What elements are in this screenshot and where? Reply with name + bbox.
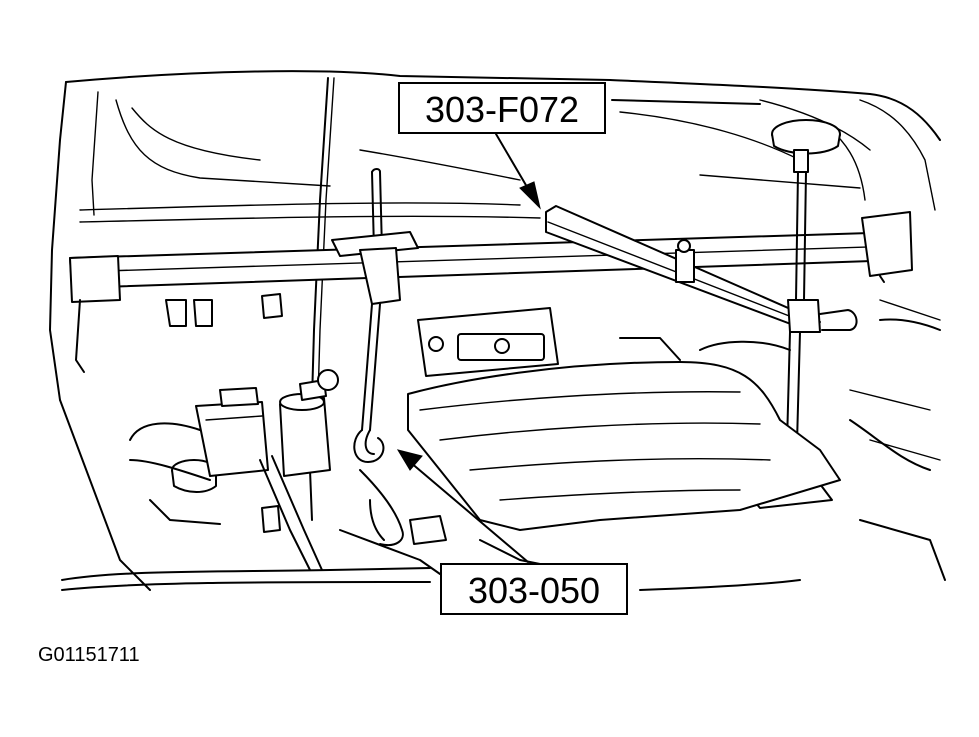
callout-leader-303-050 [396, 449, 529, 563]
hood-prop-rod [309, 77, 329, 521]
fender-outline [59, 299, 946, 591]
callout-leader-303-f072 [495, 99, 761, 210]
figure-code: G01151711 [38, 644, 140, 666]
lifting-hook [331, 168, 419, 463]
engine-components [129, 293, 941, 575]
callout-label-303-f072: 303-F072 [398, 82, 606, 134]
callout-label-303-050: 303-050 [440, 563, 628, 615]
support-bar-main-beam [69, 211, 913, 373]
